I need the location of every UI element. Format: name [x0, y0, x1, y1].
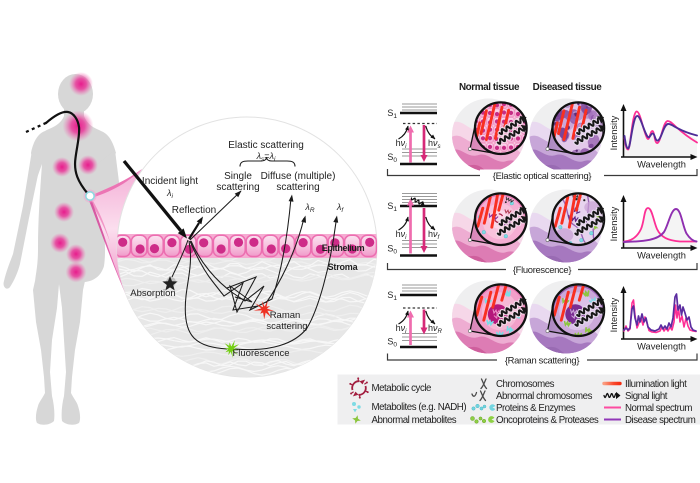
svg-text:Reflection: Reflection	[172, 205, 216, 216]
svg-text:hνR: hνR	[428, 323, 443, 335]
svg-text:Diseased tissue: Diseased tissue	[533, 82, 603, 93]
svg-text:Absorption: Absorption	[130, 288, 175, 299]
svg-text:hνf: hνf	[428, 229, 441, 241]
svg-text:Stroma: Stroma	[328, 262, 359, 272]
svg-text:Abnormal metabolites: Abnormal metabolites	[372, 415, 457, 426]
svg-text:S1: S1	[387, 290, 397, 302]
svg-text:Single: Single	[224, 171, 252, 182]
svg-text:hνs: hνs	[428, 138, 441, 150]
svg-text:scattering: scattering	[216, 182, 259, 193]
svg-text:Wavelength: Wavelength	[637, 342, 686, 352]
svg-text:hνi: hνi	[396, 138, 408, 150]
svg-text:Intensity: Intensity	[609, 297, 619, 332]
svg-text:λf: λf	[336, 202, 344, 214]
svg-text:Raman: Raman	[270, 310, 301, 321]
svg-text:Intensity: Intensity	[609, 206, 619, 241]
svg-text:Proteins & Enzymes: Proteins & Enzymes	[496, 403, 576, 414]
svg-text:Epithelium: Epithelium	[322, 243, 365, 253]
svg-text:S0: S0	[387, 337, 397, 349]
svg-text:Disease spectrum: Disease spectrum	[625, 415, 696, 426]
svg-text:S0: S0	[387, 152, 397, 164]
svg-text:Diffuse (multiple): Diffuse (multiple)	[261, 171, 336, 182]
svg-text:Incident light: Incident light	[142, 176, 198, 187]
svg-text:scattering: scattering	[266, 321, 307, 332]
svg-text:hνi: hνi	[396, 229, 408, 241]
svg-text:Abnormal chromosomes: Abnormal chromosomes	[496, 391, 593, 402]
svg-text:hνi: hνi	[396, 323, 408, 335]
svg-text:Illumination light: Illumination light	[625, 379, 687, 390]
svg-text:Normal tissue: Normal tissue	[459, 82, 520, 93]
svg-text:Oncoproteins & Proteases: Oncoproteins & Proteases	[496, 415, 599, 426]
svg-text:{Raman scattering}: {Raman scattering}	[505, 355, 580, 366]
svg-text:λi: λi	[166, 188, 173, 200]
svg-text:λR: λR	[304, 202, 314, 214]
svg-text:S1: S1	[387, 108, 397, 120]
svg-text:S0: S0	[387, 244, 397, 256]
svg-text:Metabolic cycle: Metabolic cycle	[372, 383, 432, 394]
svg-text:Intensity: Intensity	[609, 115, 619, 150]
svg-text:{Elastic optical scattering}: {Elastic optical scattering}	[493, 170, 592, 181]
svg-text:Fluorescence: Fluorescence	[232, 348, 289, 359]
svg-text:Chromosomes: Chromosomes	[496, 379, 555, 390]
svg-text:Wavelength: Wavelength	[637, 160, 686, 170]
svg-text:S1: S1	[387, 201, 397, 213]
svg-text:Metabolites (e.g. NADH): Metabolites (e.g. NADH)	[372, 402, 467, 413]
svg-text:Wavelength: Wavelength	[637, 251, 686, 261]
svg-text:Normal spectrum: Normal spectrum	[625, 403, 692, 414]
svg-text:Signal light: Signal light	[625, 391, 668, 402]
svg-text:scattering: scattering	[276, 182, 319, 193]
svg-text:λs=λi: λs=λi	[256, 151, 276, 163]
svg-text:{Fluorescence}: {Fluorescence}	[513, 264, 572, 275]
svg-text:Elastic scattering: Elastic scattering	[228, 140, 304, 151]
